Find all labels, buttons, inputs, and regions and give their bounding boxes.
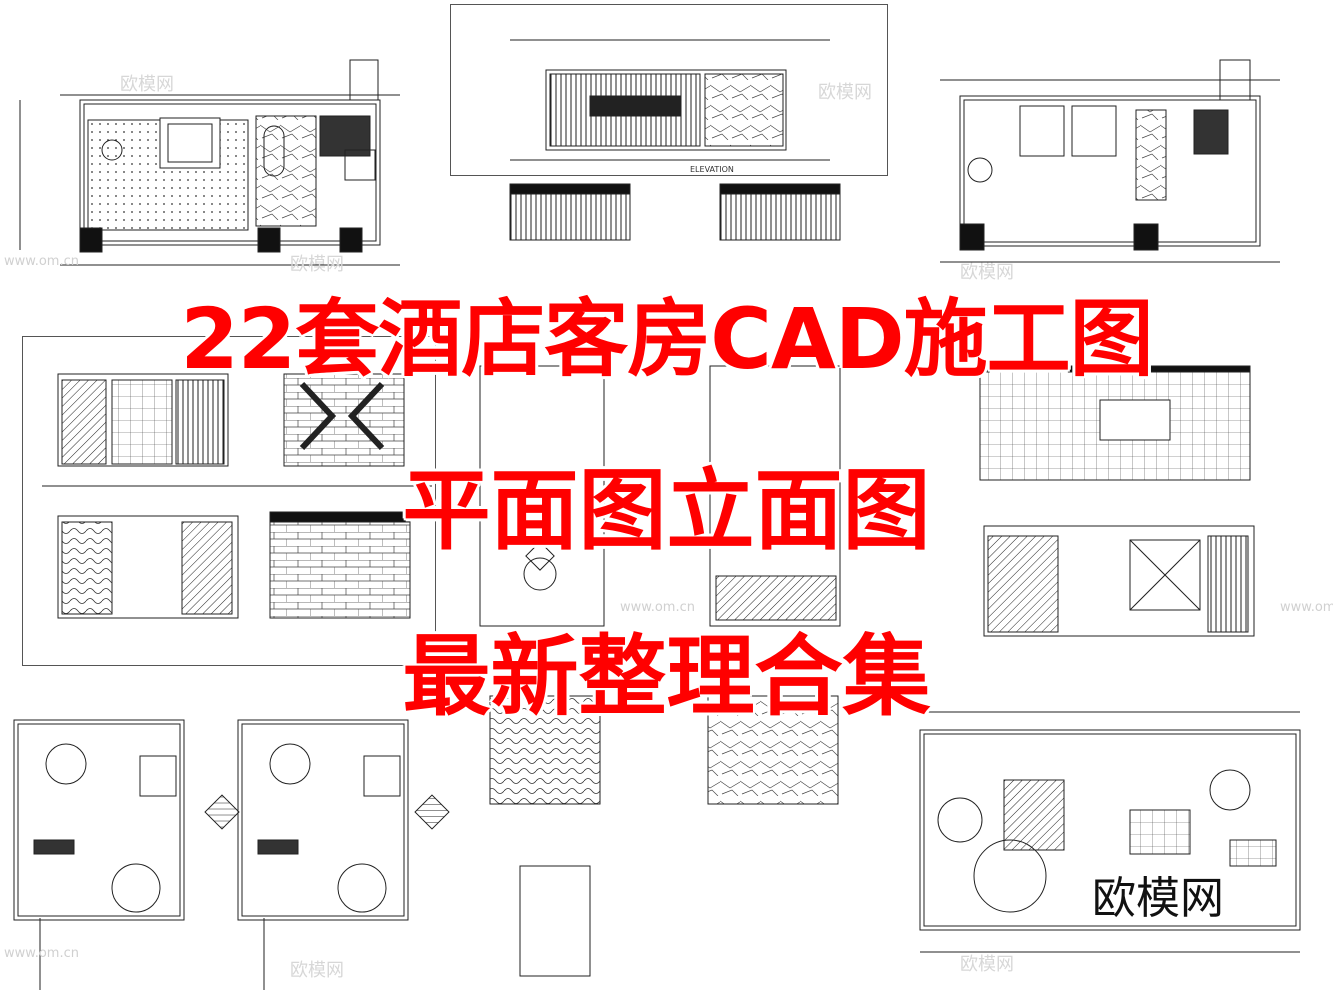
elevation-drawing-top-center: ELEVATION — [510, 39, 830, 174]
plan-drawing-top-left — [19, 59, 400, 266]
headline-line-2: 平面图立面图 — [402, 459, 931, 562]
watermark-url: www.om.cn — [4, 254, 79, 269]
elevation-drawing-right-middle — [979, 365, 1255, 637]
brand-corner-mark: 欧模网 — [1092, 873, 1224, 924]
watermark: 欧模网 — [960, 262, 1014, 283]
drawing-frame-top-center — [450, 4, 888, 176]
headline-line-1: 22套酒店客房CAD施工图 — [180, 290, 1153, 388]
watermark: 欧模网 — [818, 82, 872, 103]
plan-drawing-bottom-right — [919, 711, 1301, 953]
watermark: 欧模网 — [290, 960, 344, 981]
elevation-drawing-middle-left — [42, 373, 432, 619]
elevation-label: ELEVATION — [690, 165, 734, 174]
plan-drawing-bottom-left — [13, 719, 450, 990]
headline-line-3: 最新整理合集 — [402, 625, 931, 728]
drawing-frame-middle-left — [22, 336, 436, 666]
watermark: 欧模网 — [120, 74, 174, 95]
watermark: 欧模网 — [960, 954, 1014, 975]
watermark: 欧模网 — [290, 254, 344, 275]
watermark-url: www.om.cn — [1280, 600, 1333, 615]
plan-drawing-center — [479, 183, 841, 977]
plan-drawing-top-right — [940, 59, 1280, 263]
watermark-url: www.om.cn — [4, 946, 79, 961]
watermark-url: www.om.cn — [620, 600, 695, 615]
